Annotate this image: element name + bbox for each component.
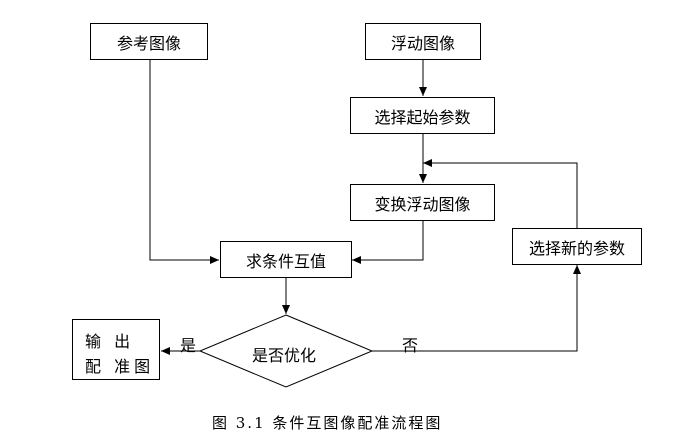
decision-diamond [198, 314, 374, 388]
edge-label-yes: 是 [180, 336, 197, 355]
output-registered-image-box: 输 出 配 准图像 [72, 319, 160, 380]
figure-caption: 图 3.1 条件互图像配准流程图 [212, 414, 443, 432]
edge-transform-to-compute [352, 221, 424, 264]
transform-floating-image-box: 变换浮动图像 [350, 184, 495, 221]
select-new-params-box: 选择新的参数 [512, 228, 642, 265]
select-new-params-label: 选择新的参数 [528, 238, 625, 258]
floating-image-box: 浮动图像 [365, 23, 481, 60]
select-initial-params-box: 选择起始参数 [350, 97, 495, 134]
compute-mutual-info-box: 求条件互值 [220, 241, 352, 278]
compute-mutual-info-label: 求条件互值 [245, 251, 326, 271]
edge-reference-to-compute [149, 60, 219, 264]
output-registered-image-label: 输 出 配 准图像 [85, 332, 155, 376]
reference-image-box: 参考图像 [90, 23, 208, 60]
transform-floating-image-label: 变换浮动图像 [374, 194, 471, 214]
reference-image-label: 参考图像 [116, 33, 181, 53]
edge-new-params-to-transform [423, 159, 578, 228]
edge-decision-no-to-new-params [372, 265, 581, 352]
decision-label: 是否优化 [252, 346, 317, 365]
edge-label-no: 否 [402, 336, 419, 355]
floating-image-label: 浮动图像 [390, 33, 455, 53]
select-initial-params-label: 选择起始参数 [374, 107, 471, 127]
